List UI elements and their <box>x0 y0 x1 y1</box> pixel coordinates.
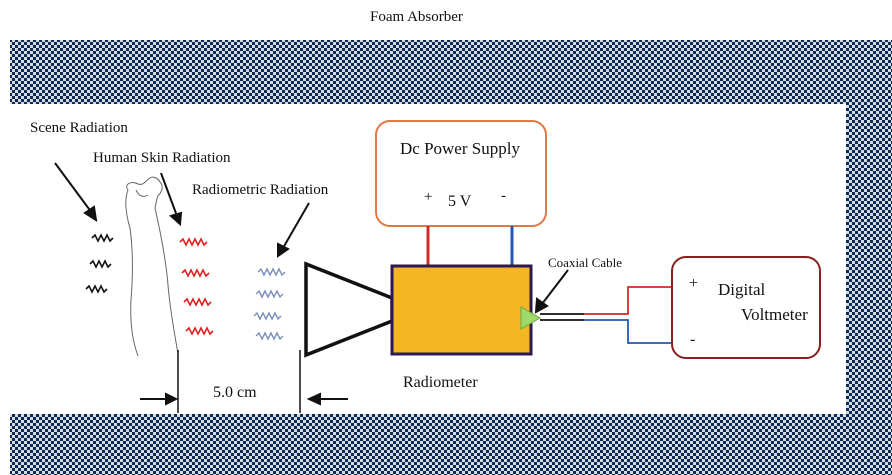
scene-radiation-label: Scene Radiation <box>30 120 128 136</box>
distance-marker <box>140 350 348 413</box>
radiometric-radiation-label: Radiometric Radiation <box>192 182 329 198</box>
voltmeter-plus-terminal: + <box>689 275 699 292</box>
horn-antenna <box>304 261 394 358</box>
radiometric-radiation-waves <box>253 267 286 341</box>
human-arm-sketch <box>125 176 179 357</box>
radiometer-box <box>390 264 533 356</box>
voltmeter-minus-terminal: - <box>690 331 696 348</box>
coaxial-cable <box>540 286 680 344</box>
voltmeter-box <box>671 256 821 359</box>
power-supply-label: Dc Power Supply <box>400 139 520 158</box>
power-voltage: 5 V <box>448 193 472 210</box>
power-minus-terminal: - <box>501 188 506 204</box>
scene-radiation-waves <box>85 233 114 294</box>
skin-radiation-waves <box>179 237 214 336</box>
foam-absorber <box>10 40 892 475</box>
foam-absorber-title: Foam Absorber <box>370 9 463 25</box>
coax-connector <box>520 306 541 330</box>
voltmeter-label-line1: Digital <box>718 280 766 299</box>
voltmeter-label-line2: Voltmeter <box>741 305 808 324</box>
human-skin-radiation-label: Human Skin Radiation <box>93 150 231 166</box>
power-plus-terminal: + <box>424 189 433 205</box>
coaxial-cable-label: Coaxial Cable <box>548 255 623 270</box>
distance-label: 5.0 cm <box>213 384 257 401</box>
label-arrows <box>54 162 569 314</box>
power-supply-box <box>375 120 547 227</box>
radiometer-label: Radiometer <box>403 374 478 391</box>
